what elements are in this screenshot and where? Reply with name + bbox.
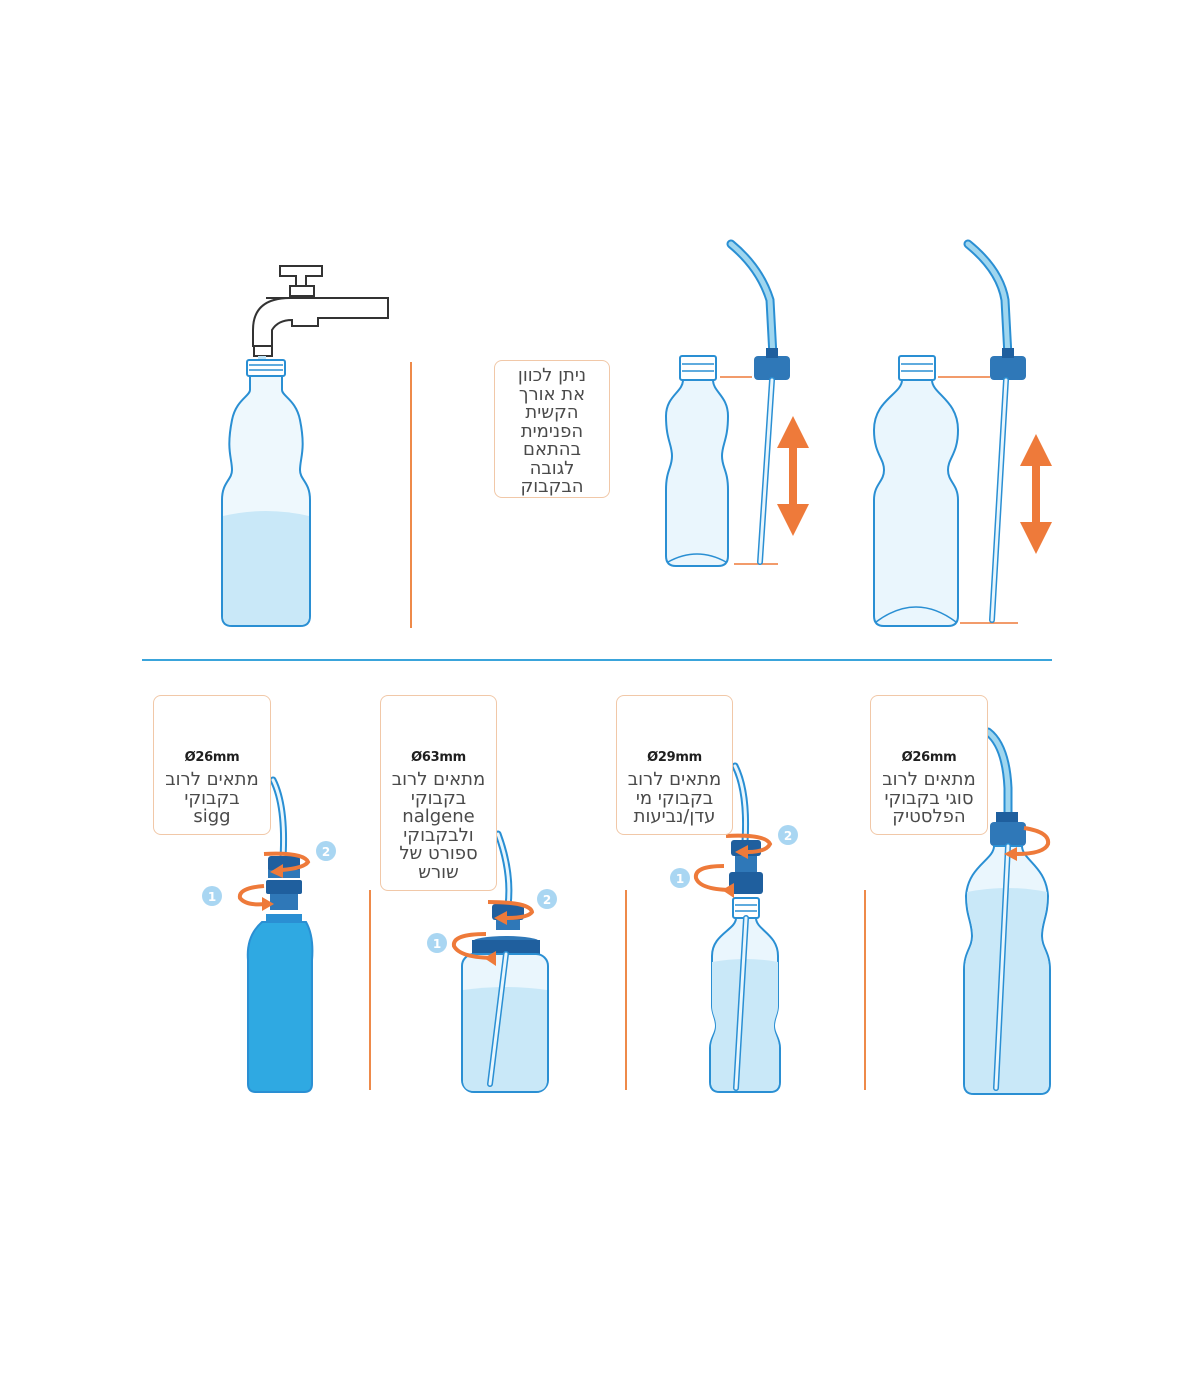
plastic-bottle	[963, 727, 1051, 1095]
step-badge-2	[778, 825, 798, 845]
text-line: הבקבוק	[520, 476, 584, 497]
adapter-size-label: Ø26mm	[901, 750, 957, 765]
text-line: מתאים לרוב	[627, 769, 722, 790]
step-badge-1-label: 1	[208, 890, 216, 904]
nalgene-bottle	[461, 830, 549, 1093]
text-line: בהתאם	[523, 439, 581, 460]
step-badge-1	[670, 868, 690, 888]
text-line: לגובה	[529, 457, 575, 479]
adapter-size-label: Ø63mm	[411, 750, 466, 765]
text-line: ספורט של	[399, 843, 478, 864]
text-line: מתאים לרוב	[165, 769, 259, 790]
text-line: הפנימית	[520, 420, 584, 442]
large-bottle	[872, 355, 960, 627]
text-line: בקבוקי	[184, 787, 240, 809]
text-line: את אורך	[518, 383, 586, 405]
text-line: ולבקבוקי	[403, 824, 474, 846]
text-line: מתאים לרוב	[882, 769, 976, 790]
step-badge-2	[537, 889, 557, 909]
step-badge-1	[202, 886, 222, 906]
text-line: בקבוקי	[410, 787, 467, 809]
step-badge-2-label: 2	[322, 845, 330, 859]
text-line: מתאים לרוב	[391, 769, 486, 790]
adapter-size-label: Ø26mm	[184, 750, 240, 765]
text-line: הפלסטיק	[892, 806, 966, 827]
text-line: sigg	[193, 806, 231, 827]
step-badge-2	[316, 841, 336, 861]
text-line: שורש	[418, 861, 459, 883]
straw-assembly-large	[963, 239, 1026, 623]
text-line: הקשית	[525, 402, 579, 423]
faucet-icon	[252, 265, 389, 357]
adapter-size-label: Ø29mm	[647, 750, 702, 765]
step-badge-1	[427, 933, 447, 953]
sigg-bottle	[246, 776, 314, 1093]
step-badge-2-label: 2	[784, 829, 792, 843]
step-badge-1-label: 1	[676, 872, 684, 886]
eden-bottle	[709, 762, 781, 1093]
text-line: ניתן לכוון	[517, 365, 587, 386]
filling-bottle	[221, 359, 311, 627]
text-line: nalgene	[402, 806, 475, 827]
text-line: בקבוקי מי	[635, 787, 714, 809]
step-badge-2-label: 2	[543, 893, 551, 907]
text-line: סוגי בקבוקי	[884, 787, 974, 809]
text-line: עדן/נביעות	[633, 806, 716, 827]
step-badge-1-label: 1	[433, 937, 441, 951]
small-bottle	[664, 355, 730, 567]
straw-assembly-small	[726, 239, 790, 565]
